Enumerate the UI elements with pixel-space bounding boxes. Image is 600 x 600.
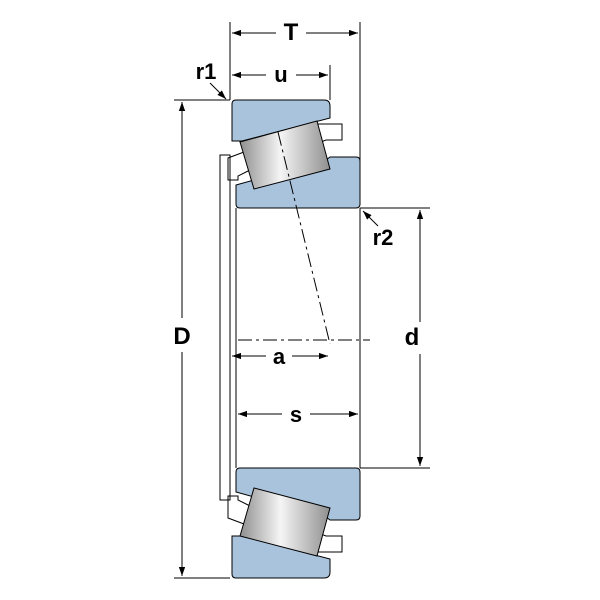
dimension-lines (178, 29, 424, 576)
left-flange-strip (219, 154, 231, 501)
pressure-center-line (277, 131, 331, 345)
leader-r1 (209, 82, 227, 100)
label-s: s (290, 402, 302, 427)
outer-ring-bottom (231, 535, 331, 579)
cage-bottom (227, 495, 343, 553)
label-a: a (273, 344, 286, 369)
label-r2: r2 (373, 225, 394, 250)
label-d: d (405, 324, 420, 351)
leader-r2 (362, 210, 379, 227)
inner-ring-bottom (235, 467, 361, 521)
bearing-bottom-section (227, 467, 361, 579)
label-r1: r1 (196, 59, 217, 84)
roller-top (239, 120, 331, 190)
label-T: T (284, 19, 299, 46)
bearing-top-section (219, 99, 361, 501)
label-D: D (173, 323, 190, 350)
label-u: u (274, 62, 287, 87)
bore-lines (235, 208, 361, 468)
roller-bottom (239, 487, 331, 557)
